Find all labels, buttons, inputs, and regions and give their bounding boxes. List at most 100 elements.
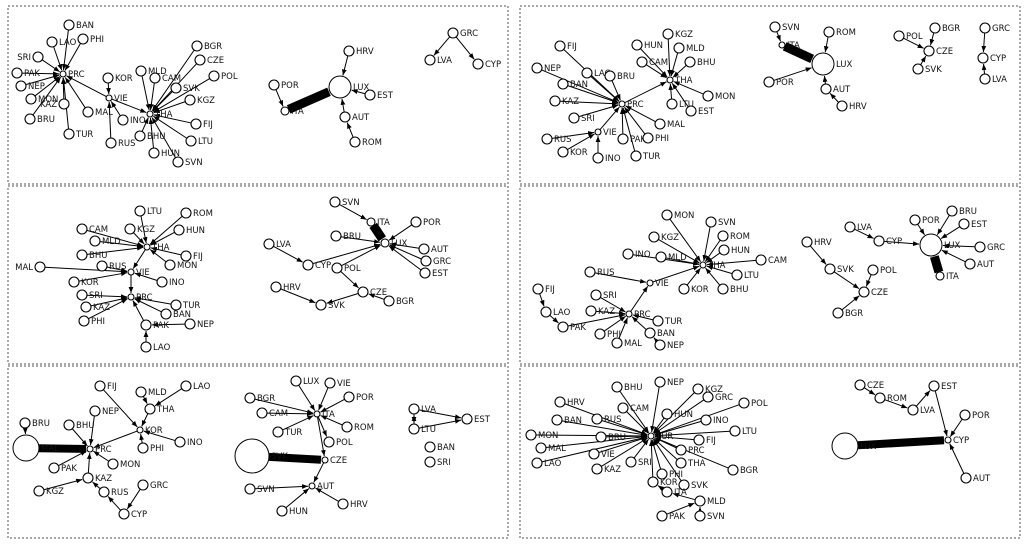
edge-lux-cyp (857, 436, 945, 450)
node-phi (642, 132, 654, 144)
node-aut (960, 472, 972, 484)
node-label-pol: POL (344, 264, 361, 274)
node-vie (588, 448, 600, 460)
edge-est-tha (671, 83, 689, 108)
node-rus (541, 133, 553, 145)
node-label-svk: SVK (837, 265, 854, 275)
node-label-sri: SRI (603, 291, 617, 301)
node-label-rom: ROM (730, 232, 750, 242)
node-cyp (118, 508, 130, 520)
node-label-mon: MON (538, 431, 558, 441)
node-bru (19, 417, 31, 429)
edge-tur-prc (632, 314, 654, 321)
edge-cam-tur (626, 411, 649, 434)
node-label-phi: PHI (91, 317, 105, 327)
node-rom (349, 136, 361, 148)
node-bgr (191, 40, 203, 52)
node-svk (170, 82, 182, 94)
node-pak (617, 133, 629, 145)
node-ban (644, 327, 656, 339)
node-label-tur: TUR (75, 130, 93, 140)
node-tur (170, 299, 182, 311)
node-est (928, 380, 940, 392)
edge-cze-svk (326, 293, 359, 304)
node-lva (979, 73, 991, 85)
edge-por-lux (388, 224, 413, 241)
node-lao (46, 36, 58, 48)
node-cyp (302, 259, 314, 271)
edge-bru-tur (605, 433, 648, 439)
edge-hrv-aut (315, 487, 339, 502)
edge-pol-cze (903, 37, 924, 49)
edge-hrv-svk (280, 288, 316, 304)
node-label-mal: MAL (41, 444, 59, 454)
node-label-lux: LUX (944, 241, 961, 251)
node-label-est: EST (698, 107, 715, 117)
node-label-prc: PRC (68, 70, 85, 80)
node-cze (854, 379, 866, 391)
edge-kgz-tha (133, 232, 145, 245)
node-nep (654, 339, 666, 351)
edge-fij-tha (150, 246, 182, 256)
edge-hrv-lux (342, 55, 349, 76)
node-label-cam: CAM (649, 58, 668, 68)
node-ltu (729, 425, 741, 437)
node-lao (540, 306, 552, 318)
node-ban (551, 414, 563, 426)
node-label-fij: FIJ (567, 42, 577, 52)
edge-mld-tha (99, 241, 144, 249)
node-label-lux: LUX (836, 60, 853, 70)
panel-frame (7, 185, 509, 365)
node-label-svk: SVK (328, 301, 345, 311)
node-label-kor: KOR (570, 148, 588, 158)
edge-bhu-tha (705, 267, 721, 286)
node-lva (907, 404, 919, 416)
edge-por-lux (773, 67, 812, 81)
edge-rom-aut (346, 122, 354, 138)
node-sri (32, 51, 44, 63)
edge-group (44, 203, 422, 342)
node-label-kgz: KGZ (46, 487, 64, 497)
node-fij (190, 118, 202, 130)
node-label-ino: INO (635, 250, 651, 260)
node-bhu (717, 283, 729, 295)
node-vie (105, 94, 113, 102)
node-svn (172, 156, 184, 168)
node-hun (631, 39, 643, 51)
node-label-aut: AUT (973, 474, 991, 484)
node-label-ino: INO (130, 116, 146, 126)
node-mon (164, 259, 176, 271)
node-kor (136, 426, 144, 434)
node-label-cze: CZE (370, 288, 387, 298)
node-bru (595, 431, 607, 443)
node-est (958, 218, 970, 230)
node-rus (584, 266, 596, 278)
node-label-cam: CAM (269, 409, 288, 419)
node-bgr (383, 295, 395, 307)
node-label-bhu: BHU (697, 58, 715, 68)
node-hrv (554, 396, 566, 408)
node-por (909, 214, 921, 226)
node-label-ban: BAN (173, 310, 191, 320)
node-label-pak: PAK (630, 135, 646, 145)
node-ino (117, 114, 129, 126)
node-tur (647, 432, 655, 440)
node-label-mal: MAL (667, 120, 685, 130)
panel-frame (7, 365, 509, 539)
node-label-tur: TUR (664, 317, 682, 327)
node-label-grc: GRC (433, 257, 451, 267)
node-aut (418, 243, 430, 255)
edge-lux-ita (298, 384, 316, 411)
edge-fij-lao (539, 293, 545, 307)
node-bru (24, 113, 36, 125)
node-kor (557, 146, 569, 158)
node-label-tur: TUR (182, 301, 200, 311)
node-label-fij: FIJ (107, 382, 117, 392)
node-por (763, 76, 775, 88)
edge-mal-prc (618, 317, 628, 339)
edge-ita-lux (286, 87, 331, 114)
node-label-nep: NEP (197, 320, 214, 330)
node-label-kgz: KGZ (137, 225, 155, 235)
